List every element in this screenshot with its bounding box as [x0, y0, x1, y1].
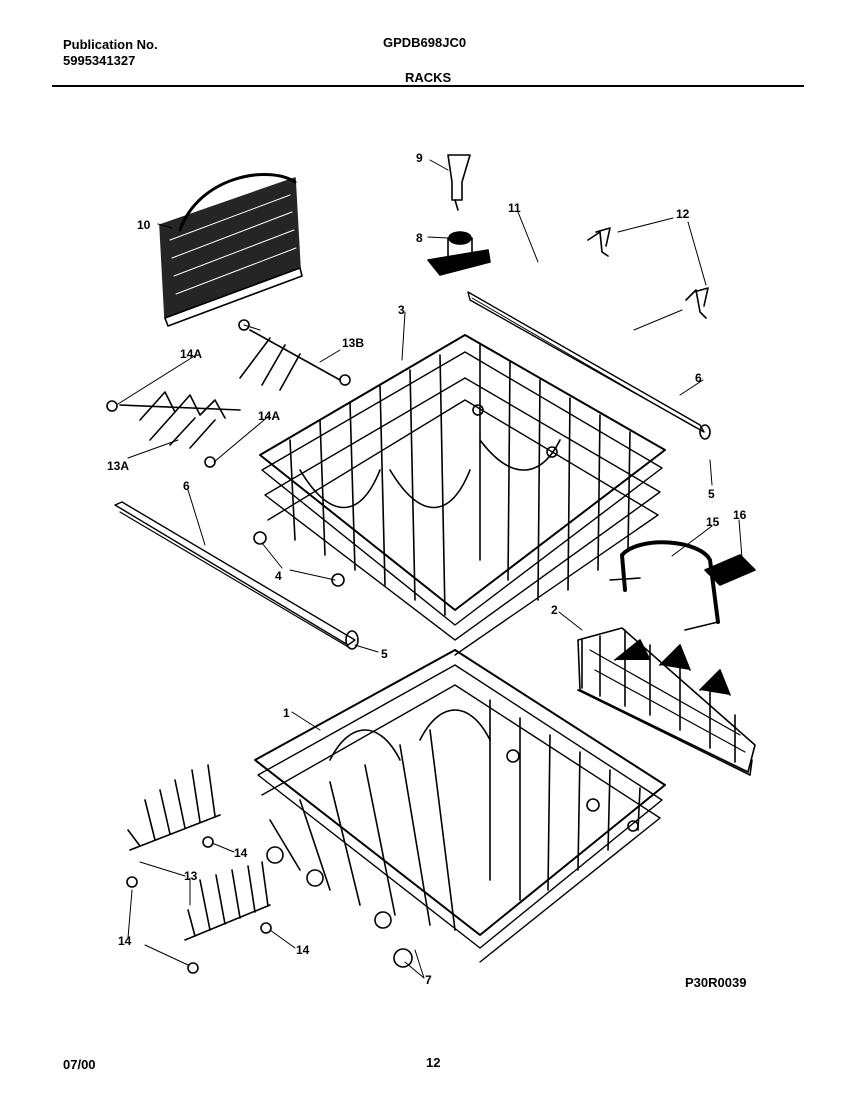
upper-rack-part-3	[259, 334, 666, 656]
lower-rack-part-1	[254, 649, 666, 963]
silverware-basket-part-10	[159, 173, 303, 327]
clip-part-14-c	[260, 922, 272, 934]
callout-6-right: 6	[695, 371, 702, 385]
silverware-basket-part-2	[577, 627, 756, 776]
clip-part-14a-top	[238, 319, 250, 331]
callout-13: 13	[184, 869, 198, 883]
fold-down-tines-part-13b	[184, 861, 271, 941]
callout-13a: 13A	[107, 459, 129, 473]
callout-9: 9	[416, 151, 423, 165]
callout-16: 16	[733, 508, 747, 522]
basket-cover-part-16	[704, 554, 756, 586]
callout-11: 11	[508, 201, 521, 215]
callout-8: 8	[416, 231, 423, 245]
clip-part-14-d	[187, 962, 199, 974]
publication-label: Publication No.	[63, 37, 158, 52]
publication-number: 5995341327	[63, 53, 136, 68]
callout-6-left: 6	[183, 479, 190, 493]
callout-13b: 13B	[342, 336, 364, 350]
figure-code: P30R0039	[685, 975, 747, 990]
cup-shelf-part-13b	[239, 329, 341, 391]
callout-15: 15	[706, 515, 720, 529]
header-rule	[52, 85, 804, 87]
lower-wheel-part-7b	[306, 869, 324, 887]
callout-2: 2	[551, 603, 558, 617]
page-number: 12	[426, 1055, 441, 1070]
callout-5-right: 5	[708, 487, 715, 501]
nozzle-part-9	[447, 154, 471, 211]
lower-wheel-part-7d	[393, 948, 413, 968]
fold-down-tines-part-13a	[127, 764, 221, 851]
callout-1: 1	[283, 706, 290, 720]
section-title: RACKS	[405, 70, 452, 85]
clip-part-14a-left	[106, 400, 118, 412]
callout-14-c: 14	[296, 943, 310, 957]
callout-7: 7	[425, 973, 432, 987]
callout-14-a: 14	[234, 846, 248, 860]
lower-wheel-part-7a	[266, 846, 284, 864]
lower-wheel-part-7c	[374, 911, 392, 929]
rack-clip-part-12a	[587, 227, 611, 257]
clip-part-14a-right	[339, 374, 351, 386]
callout-4: 4	[275, 569, 282, 583]
callout-14a-bottom: 14A	[258, 409, 280, 423]
manifold-part-8	[427, 231, 491, 276]
clip-part-14a-bottom	[204, 456, 216, 468]
rack-rail-part-6-left	[114, 501, 356, 649]
callout-5-left: 5	[381, 647, 388, 661]
clip-part-14-b	[126, 876, 138, 888]
end-cap-part-5-right	[699, 424, 711, 440]
rack-clip-part-12b	[685, 287, 709, 319]
callout-14-b: 14	[118, 934, 132, 948]
callout-14a-top: 14A	[180, 347, 202, 361]
callout-leaders	[117, 159, 743, 979]
basket-handle-part-15	[609, 540, 720, 631]
callout-12: 12	[676, 207, 690, 221]
cup-shelf-part-13a	[119, 391, 241, 449]
rack-wheel-part-4b	[331, 573, 345, 587]
rack-wheel-part-4a	[253, 531, 267, 545]
clip-part-14-a	[202, 836, 214, 848]
model-number: GPDB698JC0	[383, 35, 467, 50]
rack-rail-part-6-right	[467, 291, 705, 433]
end-cap-part-5-left	[345, 630, 359, 650]
callout-10: 10	[137, 218, 151, 232]
footer-date: 07/00	[63, 1057, 96, 1072]
callout-3: 3	[398, 303, 405, 317]
